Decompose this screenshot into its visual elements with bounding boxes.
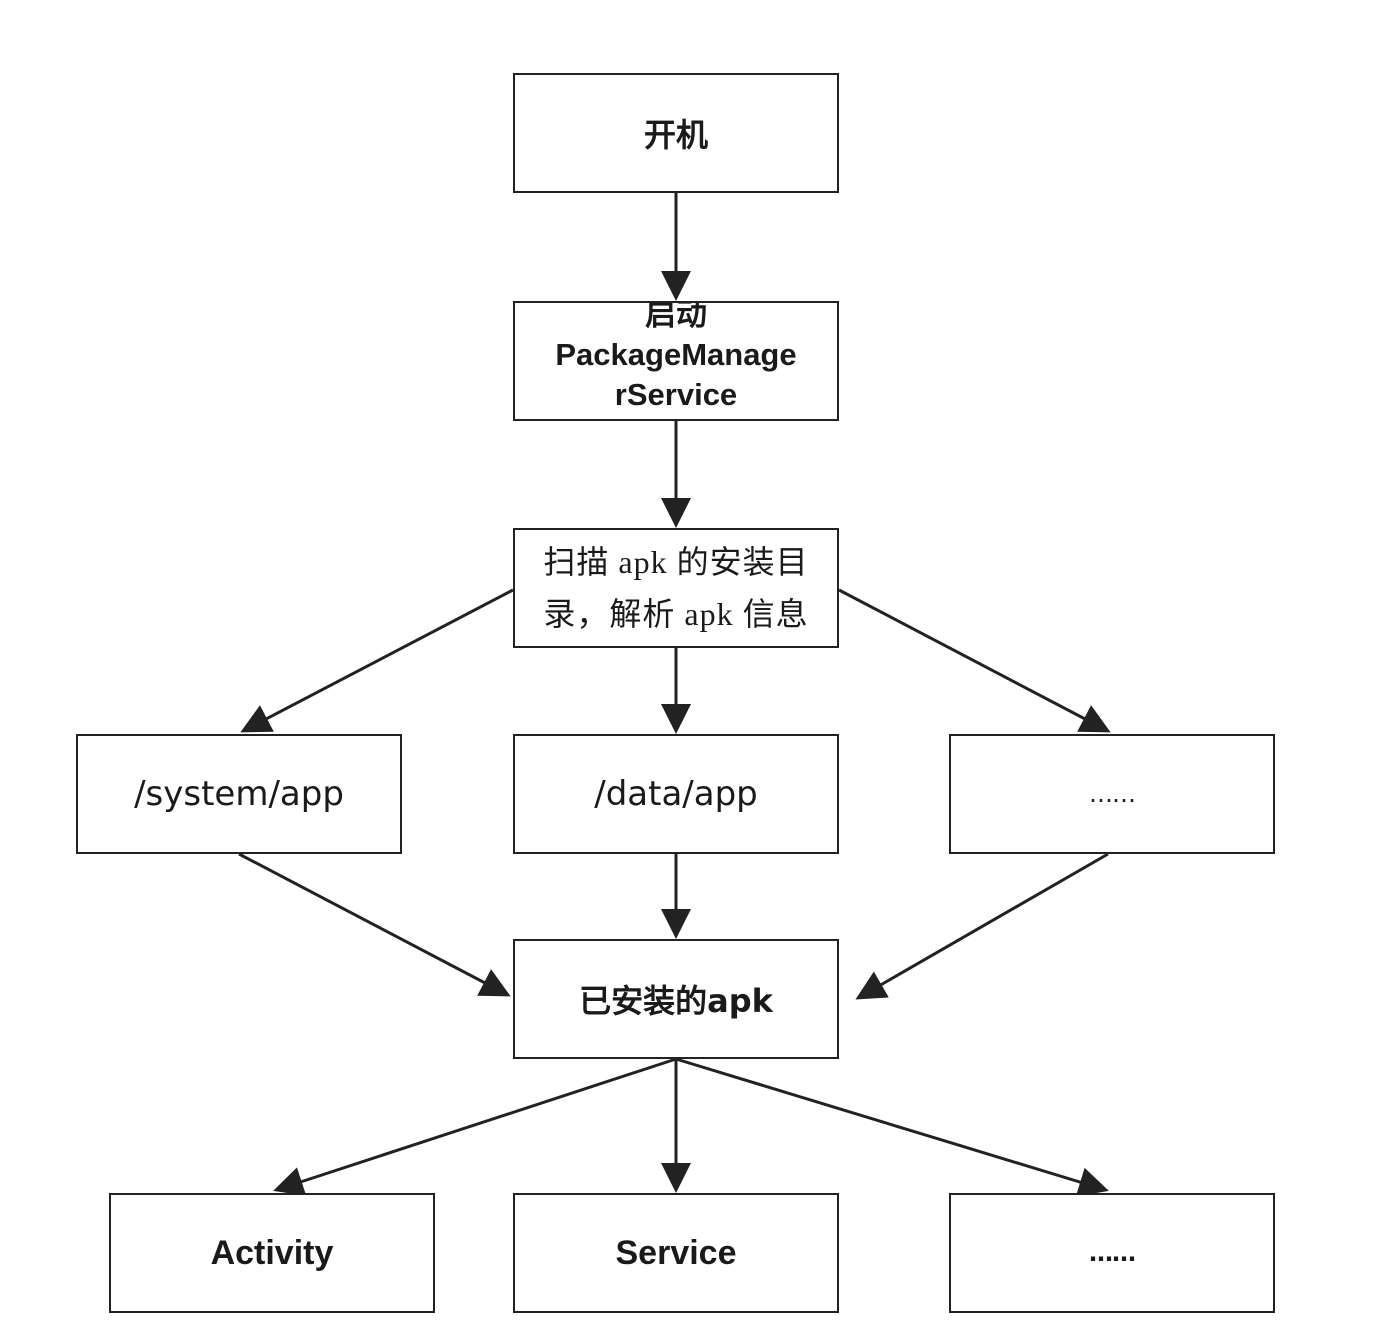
node-data-app: /data/app xyxy=(513,734,839,854)
node-boot: 开机 xyxy=(513,73,839,193)
node-other-dir: …… xyxy=(949,734,1275,854)
node-scan-apk-dirs: 扫描 apk 的安装目 录，解析 apk 信息 xyxy=(513,528,839,648)
node-start-package-manager-service: 启动 PackageManage rService xyxy=(513,301,839,421)
node-system-app-label: /system/app xyxy=(134,774,344,814)
edge-other-dir-to-installed xyxy=(855,852,1109,1000)
edge-scan-to-system-app xyxy=(240,588,514,733)
node-service: Service xyxy=(513,1193,839,1313)
node-data-app-label: /data/app xyxy=(594,774,758,814)
node-other-component: …… xyxy=(949,1193,1275,1313)
node-installed-apk-label: 已安装的apk xyxy=(579,982,773,1020)
edge-installed-to-activity xyxy=(273,1057,677,1196)
node-other-component-label: …… xyxy=(1089,1239,1136,1267)
node-boot-label: 开机 xyxy=(643,116,708,154)
node-activity: Activity xyxy=(109,1193,435,1313)
node-service-label: Service xyxy=(615,1233,737,1272)
node-activity-label: Activity xyxy=(210,1233,334,1272)
node-scan-label: 扫描 apk 的安装目 录，解析 apk 信息 xyxy=(543,544,809,632)
node-installed-apk: 已安装的apk xyxy=(513,939,839,1059)
edge-system-app-to-installed xyxy=(238,852,511,997)
edge-scan-to-other-dir xyxy=(838,588,1111,733)
node-start-pms-label: 启动 PackageManage rService xyxy=(555,301,797,412)
node-other-dir-label: …… xyxy=(1089,780,1136,808)
edge-installed-to-other-comp xyxy=(675,1057,1109,1197)
node-system-app: /system/app xyxy=(76,734,402,854)
